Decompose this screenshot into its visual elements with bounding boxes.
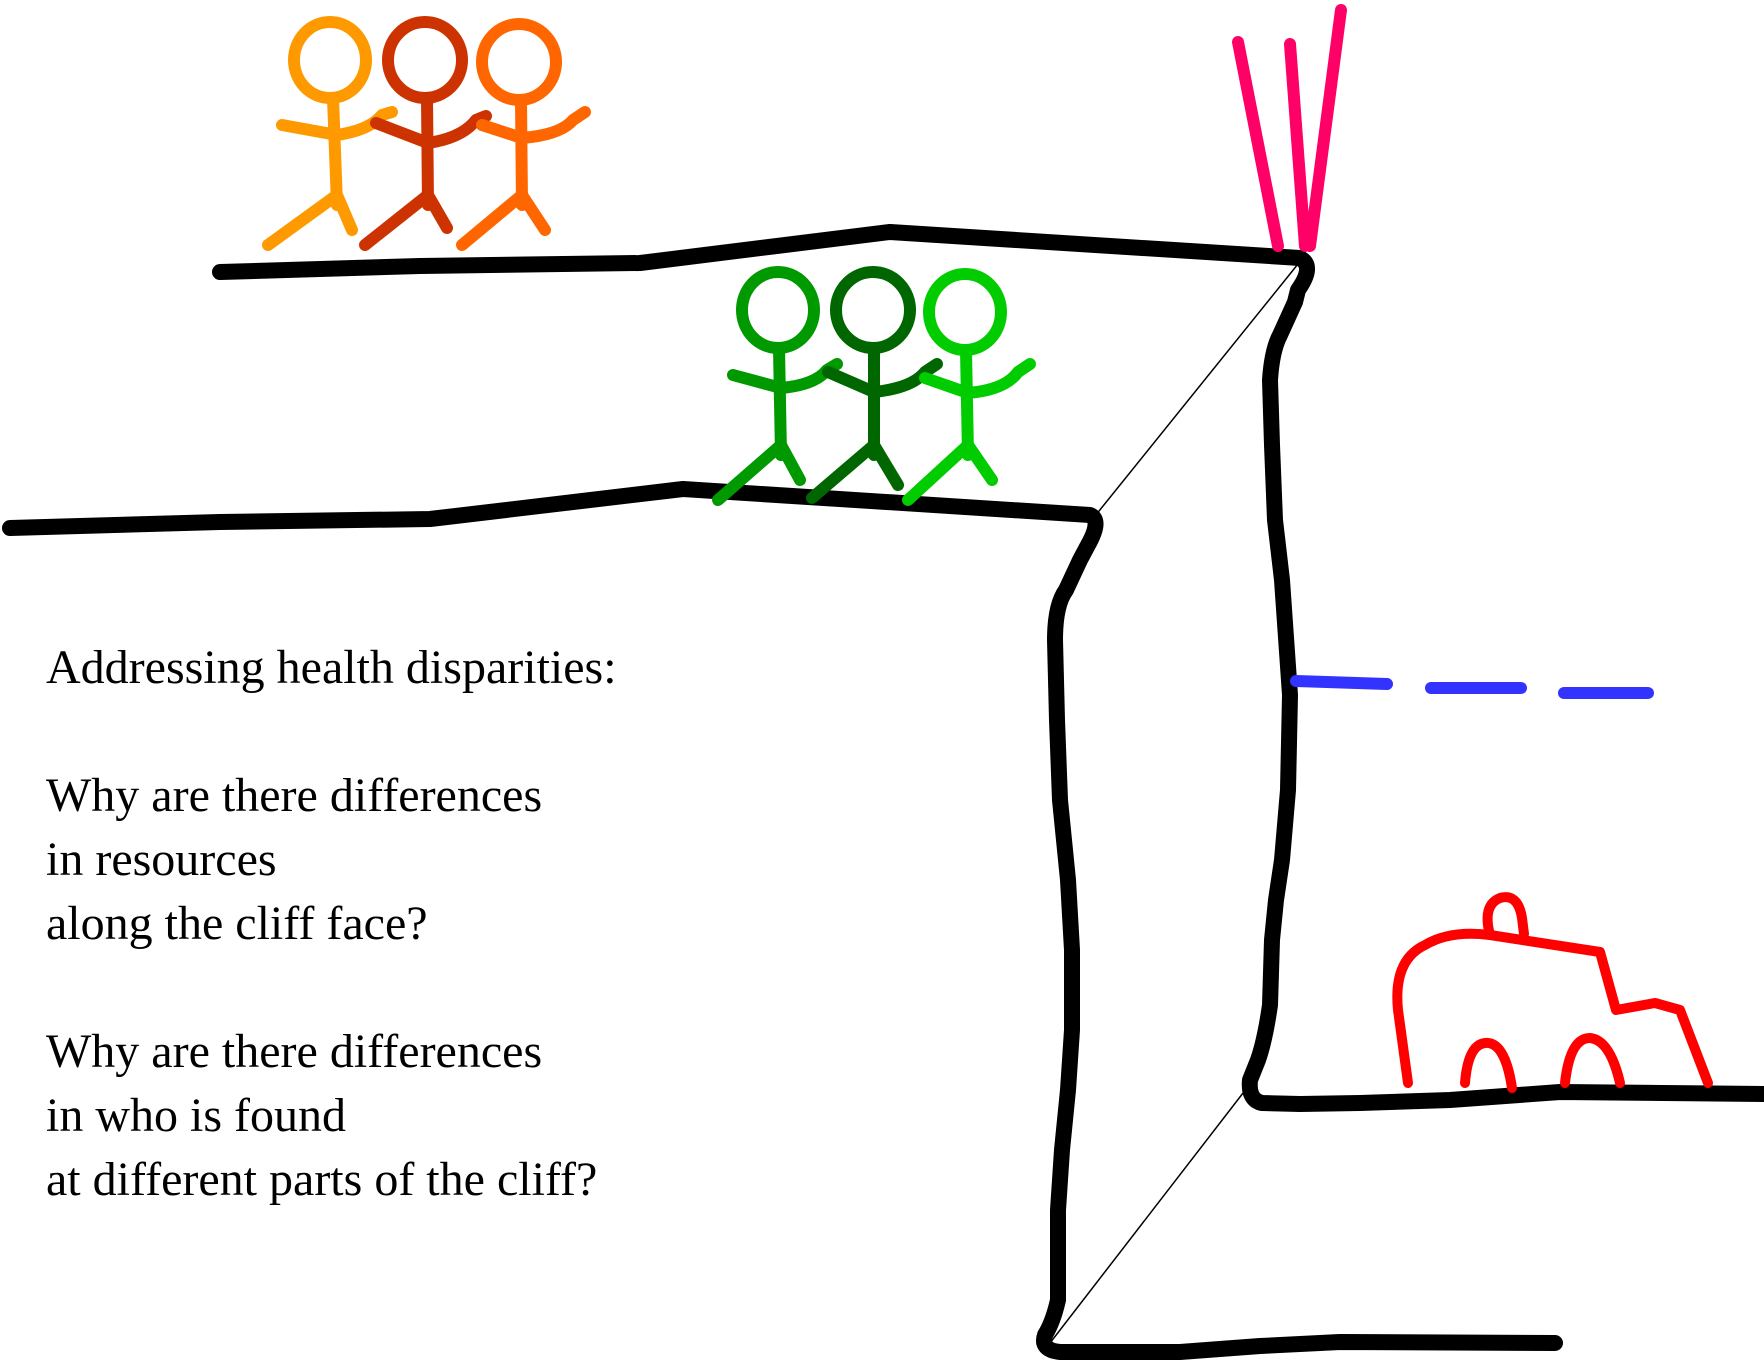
rope-lines [1049, 263, 1299, 1344]
question1-line1: Why are there differences [46, 769, 543, 822]
spacer [46, 956, 806, 1020]
dashed-level-line-icon [1290, 675, 1654, 699]
question2-line2: in who is found [46, 1089, 346, 1142]
fence-icon [1232, 4, 1347, 252]
question1-line2: in resources [46, 833, 277, 886]
upper-rope [1094, 263, 1299, 517]
stick-figure-icon [902, 268, 1036, 506]
stick-figure-icon [456, 18, 591, 251]
lower-rope [1049, 1083, 1251, 1344]
question1-line3: along the cliff face? [46, 897, 428, 950]
top-ledge [212, 224, 1764, 1112]
stick-figure-icon [359, 16, 492, 251]
cliff-outline [2, 224, 1764, 1360]
spacer [46, 700, 806, 764]
ambulance-icon [1392, 892, 1713, 1093]
caption-text: Addressing health disparities: Why are t… [46, 636, 806, 1212]
stick-figure-icon [262, 16, 398, 251]
question2-line1: Why are there differences [46, 1025, 543, 1078]
stick-figure-icon [712, 266, 843, 506]
middle-ledge [2, 481, 1563, 1360]
top-people-icon [262, 16, 591, 251]
question2-line3: at different parts of the cliff? [46, 1153, 598, 1206]
middle-people-icon [712, 266, 1036, 506]
caption-heading: Addressing health disparities: [46, 641, 617, 694]
stick-figure-icon [806, 266, 943, 504]
